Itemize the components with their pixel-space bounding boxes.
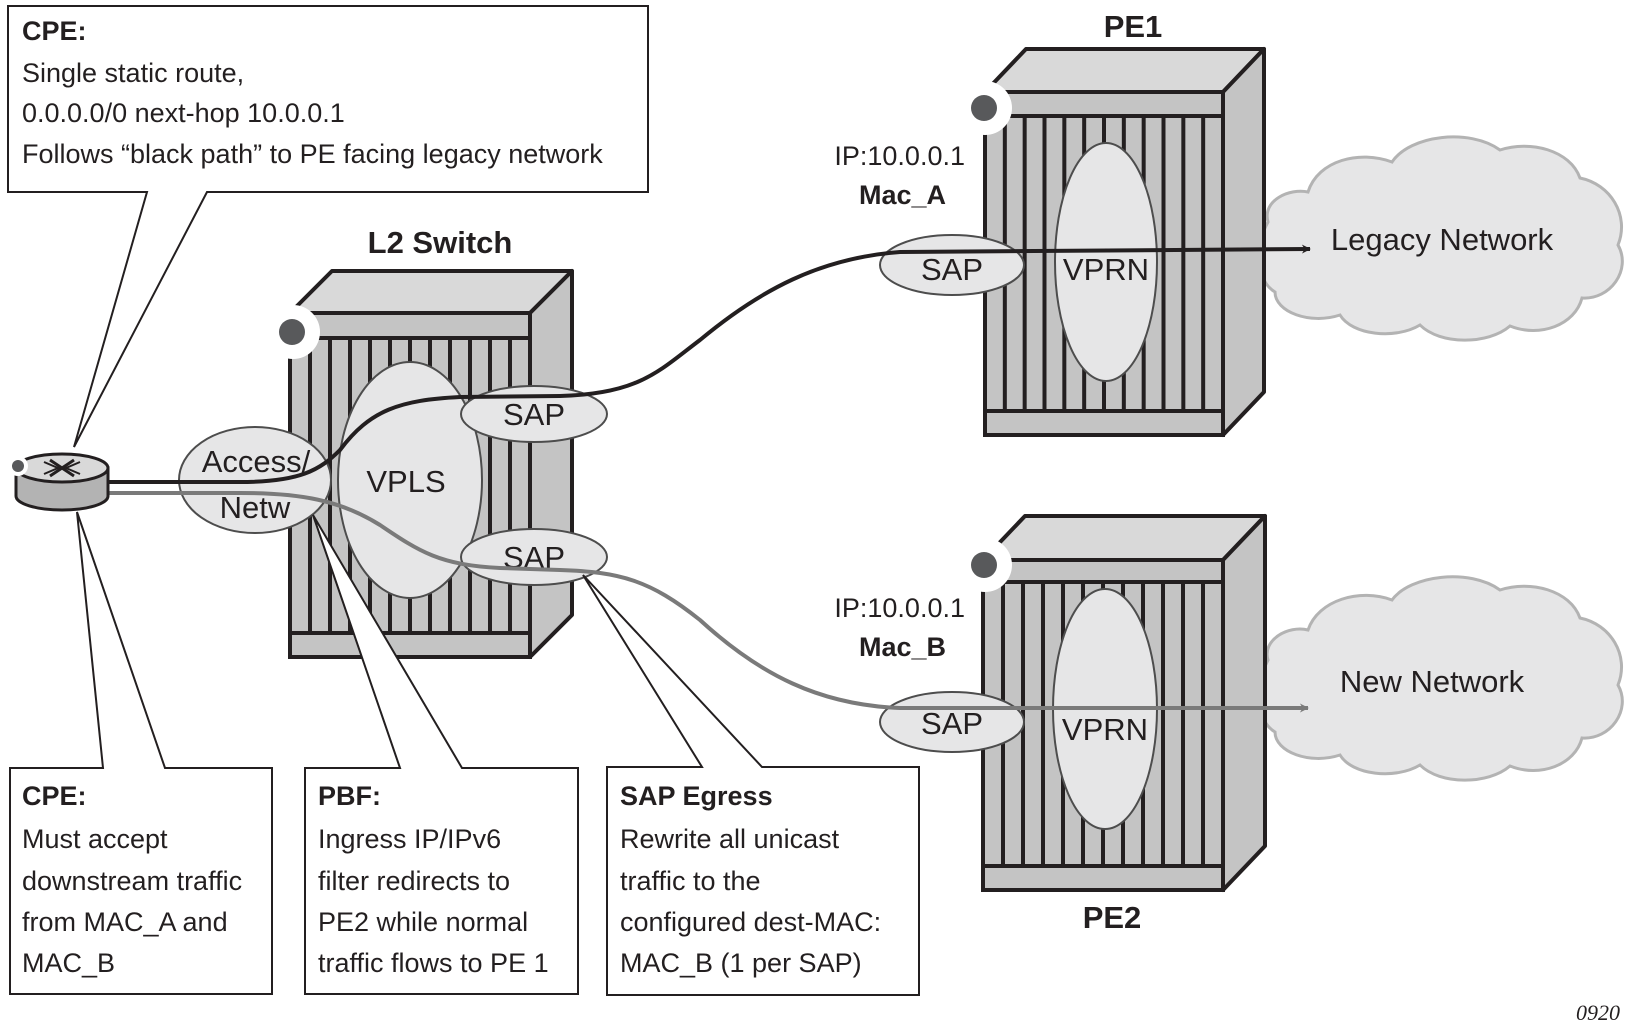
callout-line: Follows “black path” to PE facing legacy… [22,139,603,169]
new-network-label: New Network [1340,664,1525,699]
legacy-network-cloud: Legacy Network [1257,135,1624,342]
pe1-vprn-ellipse [1054,142,1158,382]
callout-line: filter redirects to [318,866,510,896]
callout-line: configured dest-MAC: [620,907,881,937]
callout-line: traffic to the [620,866,761,896]
l2-switch-title: L2 Switch [368,225,513,260]
callout-top-cpe: CPE: Single static route, 0.0.0.0/0 next… [7,5,649,448]
callout-line: Rewrite all unicast [620,824,840,854]
status-led-icon [12,460,24,472]
callout-line: MAC_B [22,948,115,978]
gray-path-to-new-network [108,491,1309,713]
new-network-cloud: New Network [1257,575,1624,782]
legacy-network-label: Legacy Network [1331,222,1554,257]
pe1-title: PE1 [1104,9,1163,44]
callout-line: from MAC_A and [22,907,228,937]
callout-line: Single static route, [22,58,244,88]
pe1-router: PE1 IP:10.0.0.1 Mac_A VPRN [834,9,1266,437]
callout-line: Ingress IP/IPv6 [318,824,501,854]
status-led-icon [971,95,997,121]
figure-id: 0920 [1576,1000,1620,1025]
vpls-label: VPLS [366,464,445,499]
callout-title: SAP Egress [620,781,773,811]
access-label: Access/ [202,444,311,479]
pe1-ip: IP:10.0.0.1 [834,141,965,171]
callout-line: traffic flows to PE 1 [318,948,549,978]
pe1-sap-label: SAP [921,252,983,287]
callout-line: 0.0.0.0/0 next-hop 10.0.0.1 [22,98,345,128]
callout-sap-egress: SAP Egress Rewrite all unicast traffic t… [582,574,920,996]
l2-sap-top-label: SAP [503,397,565,432]
router-icon [43,458,81,478]
black-path-to-legacy [108,244,1311,484]
cpe-router [8,452,110,512]
callout-title: CPE: [22,781,87,811]
l2-sap-top-ellipse [460,385,608,443]
callout-pbf: PBF: Ingress IP/IPv6 filter redirects to… [304,514,579,995]
pe2-vprn-label: VPRN [1062,712,1148,747]
pe2-title: PE2 [1083,900,1142,935]
pe2-mac: Mac_B [859,632,946,662]
callout-bottom-cpe: CPE: Must accept downstream traffic from… [9,511,273,995]
callout-title: PBF: [318,781,381,811]
pe2-ip: IP:10.0.0.1 [834,593,965,623]
pe2-sap-label: SAP [921,706,983,741]
status-led-icon [279,319,305,345]
callout-line: PE2 while normal [318,907,528,937]
vpls-ellipse [337,361,483,599]
callout-line: MAC_B (1 per SAP) [620,948,862,978]
status-led-icon [971,552,997,578]
pe1-mac: Mac_A [859,180,946,210]
callout-line: downstream traffic [22,866,242,896]
pe1-vprn-label: VPRN [1063,252,1149,287]
callout-line: Must accept [22,824,168,854]
callout-title: CPE: [22,16,87,46]
